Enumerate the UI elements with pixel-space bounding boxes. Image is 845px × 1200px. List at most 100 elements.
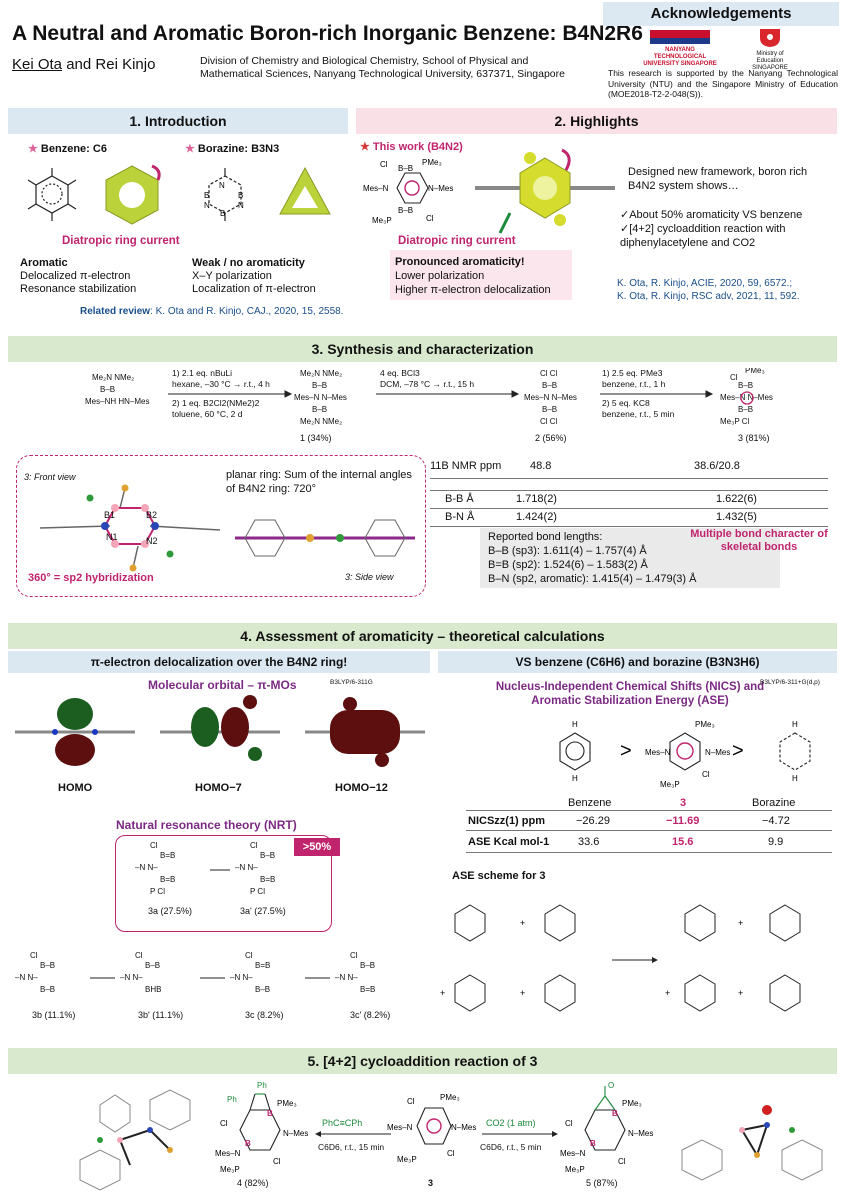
step1-a: 1) 2.1 eq. nBuLi — [172, 368, 233, 378]
svg-text:Ph: Ph — [257, 1081, 267, 1090]
res-3b-prime: 3b' (11.1%) — [138, 1010, 184, 1020]
nics-3: −11.69 — [666, 815, 700, 827]
step1-d: toluene, 60 °C, 2 d — [172, 409, 243, 419]
svg-text:–N N–: –N N– — [135, 863, 158, 872]
highlight-ref-2: K. Ota, R. Kinjo, RSC adv, 2021, 11, 592… — [617, 291, 800, 302]
svg-text:+: + — [520, 988, 525, 998]
crystal-box — [16, 455, 426, 597]
svg-text:B–B: B–B — [260, 851, 275, 860]
svg-text:B–B: B–B — [255, 985, 270, 994]
benzene-isosurface — [105, 164, 161, 225]
aromatic-point-2: Resonance stabilization — [20, 283, 137, 295]
step3-d: benzene, r.t., 5 min — [602, 409, 675, 419]
svg-text:Me₂N NMe₂: Me₂N NMe₂ — [92, 373, 134, 382]
svg-text:Me₃P Cl: Me₃P Cl — [720, 417, 750, 426]
homo12-label: HOMO−12 — [335, 782, 388, 794]
svg-text:PMe₃: PMe₃ — [745, 368, 765, 375]
svg-text:Me₂N NMe₂: Me₂N NMe₂ — [300, 417, 342, 426]
svg-text:Me₃P: Me₃P — [565, 1165, 585, 1174]
svg-text:Cl: Cl — [565, 1119, 573, 1128]
side-view-structure — [235, 519, 415, 557]
highlights-heading: 2. Highlights — [356, 108, 837, 134]
ase-scheme-title: ASE scheme for 3 — [452, 870, 546, 882]
svg-text:Cl: Cl — [618, 1157, 626, 1166]
svg-text:–N N–: –N N– — [15, 973, 38, 982]
svg-text:N–Mes: N–Mes — [705, 748, 730, 757]
svg-text:Me₃P: Me₃P — [660, 780, 680, 789]
compound-3-label: 3 — [428, 1178, 434, 1188]
svg-text:–N N–: –N N– — [230, 973, 253, 982]
nics-label: NICSzz(1) ppm — [468, 815, 545, 827]
svg-text:B–B: B–B — [398, 164, 413, 173]
left-conditions: C6D6, r.t., 15 min — [318, 1142, 385, 1152]
sp2-label: 360° = sp2 hybridization — [28, 572, 154, 584]
svg-text:H: H — [572, 720, 578, 729]
borazine-label: ★ Borazine: B3N3 — [185, 143, 280, 155]
review-prefix: Related review — [80, 306, 151, 317]
svg-text:B=B: B=B — [160, 875, 175, 884]
reported-box — [480, 528, 780, 588]
aromatic-title: Aromatic — [20, 257, 68, 269]
nmr-label-text: 11B NMR ppm — [430, 460, 502, 472]
compound-1-yield: 1 (34%) — [300, 433, 332, 443]
highlights-diatropic: Diatropic ring current — [398, 235, 516, 247]
col-3: 3 — [680, 797, 687, 809]
ase-borazine: 9.9 — [768, 836, 784, 848]
affiliation: Division of Chemistry and Biological Che… — [200, 55, 565, 80]
atom-b1: B1 — [104, 510, 116, 520]
svg-text:Cl: Cl — [150, 841, 158, 850]
svg-text:B–B: B–B — [738, 405, 753, 414]
nmr-label: 11B NMR ppm — [430, 460, 501, 472]
svg-text:Cl: Cl — [350, 951, 358, 960]
bn-value-2: 1.424(2) — [516, 511, 557, 523]
table-rule — [466, 830, 832, 831]
table-rule — [430, 526, 828, 527]
assess-heading: 4. Assessment of aromaticity – theoretic… — [8, 623, 837, 649]
bb-value-2: 1.718(2) — [516, 493, 557, 505]
front-view-structure — [39, 484, 221, 572]
svg-text:Ph: Ph — [227, 1095, 237, 1104]
svg-text:Cl: Cl — [426, 214, 434, 223]
svg-text:B–B: B–B — [312, 381, 327, 390]
svg-text:PMe₃: PMe₃ — [277, 1099, 297, 1108]
atom-n1: N1 — [106, 532, 118, 542]
svg-text:B: B — [238, 191, 243, 200]
svg-text:Mes–N: Mes–N — [387, 1123, 413, 1132]
right-reagent: CO2 (1 atm) — [486, 1118, 536, 1128]
weak-point-2: Localization of π-electron — [192, 283, 316, 295]
svg-text:B–B: B–B — [542, 381, 557, 390]
svg-text:B=B: B=B — [160, 851, 175, 860]
compound-5-yield: 5 (87%) — [586, 1178, 618, 1188]
svg-text:N: N — [204, 201, 210, 210]
step2-conditions: 4 eq. BCl3 DCM, –78 °C → r.t., 15 h — [380, 368, 474, 390]
crystal-structure-5 — [681, 1105, 823, 1181]
homo-label: HOMO — [58, 782, 93, 794]
author-1: Kei Ota — [12, 56, 63, 73]
svg-text:P Cl: P Cl — [150, 887, 165, 896]
pronounced-point-1: Lower polarization — [395, 270, 485, 282]
nics-title: Nucleus-Independent Chemical Shifts (NIC… — [495, 681, 765, 707]
ntu-logo-icon — [650, 30, 710, 44]
table-rule — [430, 490, 828, 491]
svg-text:O: O — [608, 1081, 614, 1090]
bn-label: B-N Å — [445, 511, 475, 523]
svg-text:PMe₃: PMe₃ — [622, 1099, 642, 1108]
svg-text:Cl: Cl — [250, 841, 258, 850]
svg-text:Mes–N N–Mes: Mes–N N–Mes — [524, 393, 577, 402]
svg-text:BHB: BHB — [145, 985, 161, 994]
compound-3-yield: 3 (81%) — [738, 433, 770, 443]
mo-images — [15, 695, 425, 767]
poster-title: A Neutral and Aromatic Boron-rich Inorga… — [12, 22, 643, 45]
right-arrow — [482, 1131, 558, 1137]
svg-text:+: + — [665, 988, 670, 998]
pronounced-title: Pronounced aromaticity! — [395, 256, 525, 268]
table-rule — [430, 508, 828, 509]
left-reagent: PhC≡CPh — [322, 1118, 363, 1128]
step3-conditions: 1) 2.5 eq. PMe3 benzene, r.t., 1 h 2) 5 … — [602, 368, 674, 420]
left-arrow — [315, 1131, 391, 1137]
reported-bb-sp2: B=B (sp2): 1.524(6) – 1.583(2) Å — [488, 559, 648, 571]
svg-text:Cl: Cl — [447, 1149, 455, 1158]
compound-2-yield: 2 (56%) — [535, 433, 567, 443]
nics-level: B3LYP/6-311+G(d,p) — [760, 679, 820, 686]
